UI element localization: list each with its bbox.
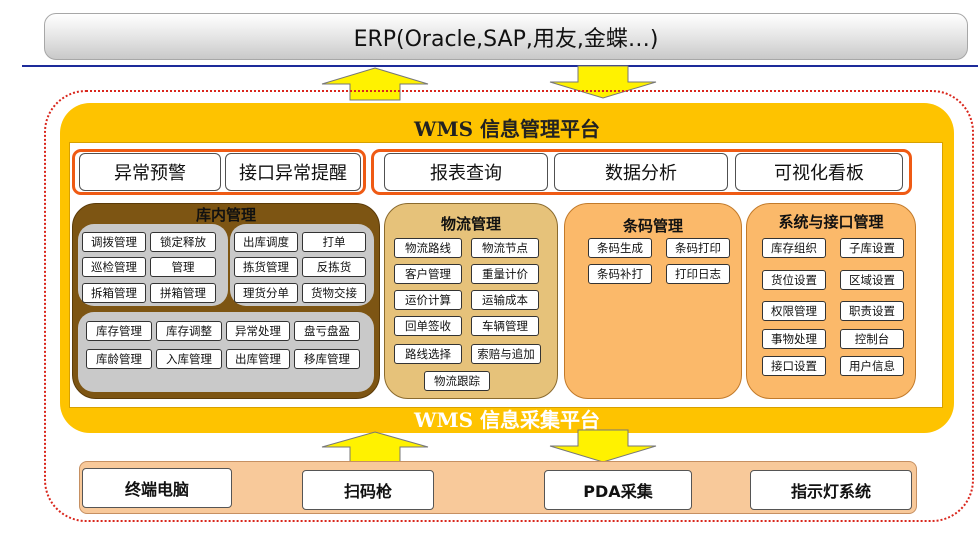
item: 运输成本: [471, 290, 539, 310]
item: 出库调度: [234, 232, 298, 252]
item: 库龄管理: [86, 349, 152, 369]
device-indicator-light: 指示灯系统: [750, 470, 912, 510]
device-terminal-pc: 终端电脑: [82, 468, 232, 508]
alert-box-interface: 接口异常提醒: [225, 153, 361, 191]
item: 路线选择: [394, 344, 462, 364]
item: 物流跟踪: [424, 371, 490, 391]
item: 打印日志: [666, 264, 730, 284]
item: 物流路线: [394, 238, 462, 258]
item: 入库管理: [156, 349, 222, 369]
item: 锁定释放: [150, 232, 216, 252]
outer-dotted-frame: [44, 90, 974, 522]
item: 理货分单: [234, 283, 298, 303]
item: 拼箱管理: [150, 283, 216, 303]
arrow-down-to-devices: [549, 429, 657, 463]
item: 用户信息: [840, 356, 904, 376]
item: 拣货管理: [234, 257, 298, 277]
item: 反拣货: [302, 257, 366, 277]
item: 子库设置: [840, 238, 904, 258]
item: 库存管理: [86, 321, 152, 341]
item: 拆箱管理: [82, 283, 146, 303]
analytics-box-data: 数据分析: [554, 153, 728, 191]
item: 条码打印: [666, 238, 730, 258]
item: 客户管理: [394, 264, 462, 284]
analytics-group: [371, 149, 912, 195]
platform-title: WMS 信息管理平台: [413, 116, 600, 141]
item: 条码补打: [588, 264, 652, 284]
item: 库存调整: [156, 321, 222, 341]
item: 货物交接: [302, 283, 366, 303]
device-scanner: 扫码枪: [302, 470, 434, 510]
arrow-up-to-erp: [321, 67, 429, 101]
alert-box-exception: 异常预警: [79, 153, 221, 191]
item: 条码生成: [588, 238, 652, 258]
analytics-box-report: 报表查询: [384, 153, 548, 191]
item: 回单签收: [394, 316, 462, 336]
alerts-group: [72, 149, 366, 195]
erp-title: ERP(Oracle,SAP,用友,金蝶…): [353, 26, 659, 52]
item: 物流节点: [471, 238, 539, 258]
item: 车辆管理: [471, 316, 539, 336]
collect-platform-title: WMS 信息采集平台: [413, 407, 600, 432]
device-pda: PDA采集: [544, 470, 692, 510]
item: 管理: [150, 257, 216, 277]
module-barcode-title: 条码管理: [622, 216, 683, 235]
item: 异常处理: [226, 321, 290, 341]
item: 事物处理: [762, 329, 826, 349]
item: 货位设置: [762, 270, 826, 290]
item: 巡检管理: [82, 257, 146, 277]
item: 出库管理: [226, 349, 290, 369]
item: 接口设置: [762, 356, 826, 376]
module-warehouse-title: 库内管理: [195, 205, 256, 224]
item: 索赔与追加: [471, 344, 541, 364]
item: 职责设置: [840, 301, 904, 321]
item: 移库管理: [294, 349, 360, 369]
item: 库存组织: [762, 238, 826, 258]
module-logistics-title: 物流管理: [440, 214, 501, 233]
item: 重量计价: [471, 264, 539, 284]
erp-bar: ERP(Oracle,SAP,用友,金蝶…): [44, 13, 968, 60]
module-barcode: [564, 203, 742, 399]
item: 区域设置: [840, 270, 904, 290]
item: 权限管理: [762, 301, 826, 321]
item: 盘亏盘盈: [294, 321, 360, 341]
item: 控制台: [840, 329, 904, 349]
module-system-title: 系统与接口管理: [778, 212, 884, 231]
analytics-box-dashboard: 可视化看板: [735, 153, 903, 191]
arrow-up-to-wms: [321, 431, 429, 463]
header-divider: [22, 65, 978, 67]
item: 运价计算: [394, 290, 462, 310]
item: 调拨管理: [82, 232, 146, 252]
item: 打单: [302, 232, 366, 252]
